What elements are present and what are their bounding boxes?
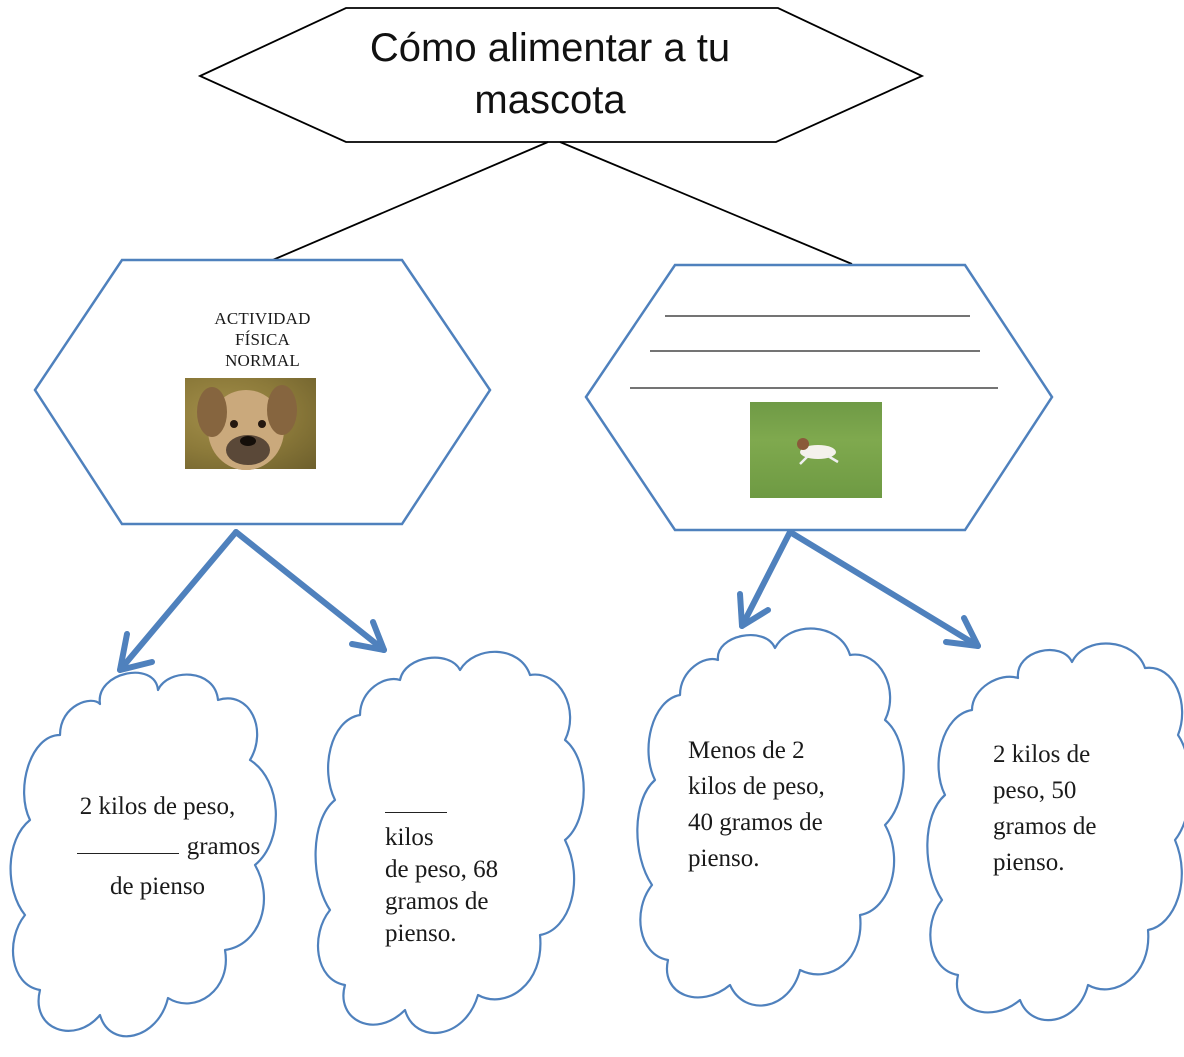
arrow-right-1	[739, 529, 793, 629]
blank-underline	[76, 827, 179, 854]
cloud-1-line-2: gramos	[186, 833, 261, 860]
cloud-1-line-2-wrap: gramos	[30, 827, 285, 867]
cloud-2-line-1-wrap: kilos	[385, 788, 575, 854]
cloud-1-line-1: 2 kilos de peso,	[79, 793, 236, 820]
cloud-3-text: Menos de 2 kilos de peso, 40 gramos de p…	[688, 733, 888, 877]
arrowhead-right-1	[737, 591, 771, 629]
cloud-1-text: 2 kilos de peso, gramos de pienso	[30, 787, 285, 907]
cloud-3	[636, 627, 905, 1007]
right-hexagon	[584, 263, 1054, 532]
cloud-2-line-1: kilos	[385, 824, 434, 851]
cloud-1	[9, 671, 277, 1038]
title-line-2: mascota	[474, 78, 626, 122]
cloud-4-line-1: 2 kilos de	[993, 741, 1091, 768]
arrow-left-2	[233, 529, 387, 653]
cloud-2-line-3: gramos de	[385, 888, 489, 915]
activity-label: ACTIVIDAD FÍSICA NORMAL	[190, 308, 335, 371]
title-line-1: Cómo alimentar a tu	[369, 26, 731, 70]
arrow-left-1	[117, 529, 239, 673]
arrow-right-2	[787, 529, 981, 649]
cloud-1-line-3: de pienso	[109, 873, 206, 900]
connector-line-left	[267, 141, 549, 263]
activity-line-1: ACTIVIDAD	[214, 309, 311, 328]
cloud-2	[314, 650, 585, 1035]
title-hexagon	[197, 7, 925, 143]
cloud-2-line-2: de peso, 68	[385, 856, 499, 883]
cloud-4-text: 2 kilos de peso, 50 gramos de pienso.	[993, 737, 1163, 881]
cloud-2-line-4: pienso.	[385, 920, 457, 947]
activity-line-3: NORMAL	[225, 351, 300, 370]
arrowhead-right-2	[943, 615, 981, 649]
cloud-3-line-4: pienso.	[688, 845, 760, 872]
cloud-2-text: kilos de peso, 68 gramos de pienso.	[385, 788, 575, 950]
cloud-4-line-3: gramos de	[993, 813, 1097, 840]
connector-line-right	[559, 141, 853, 265]
cloud-3-line-1: Menos de 2	[688, 737, 805, 764]
running-dog	[797, 438, 839, 465]
blank-underline	[385, 788, 447, 813]
cloud-4-line-4: pienso.	[993, 849, 1065, 876]
arrowhead-left-2	[349, 619, 387, 653]
page-title: Cómo alimentar a tu mascota	[330, 22, 770, 126]
cloud-3-line-3: 40 gramos de	[688, 809, 823, 836]
puppy-face	[197, 385, 297, 470]
arrowhead-left-1	[117, 631, 155, 673]
cloud-4-line-2: peso, 50	[993, 777, 1077, 804]
cloud-3-line-2: kilos de peso,	[688, 773, 825, 800]
cloud-4	[926, 642, 1184, 1022]
activity-line-2: FÍSICA	[234, 330, 291, 349]
